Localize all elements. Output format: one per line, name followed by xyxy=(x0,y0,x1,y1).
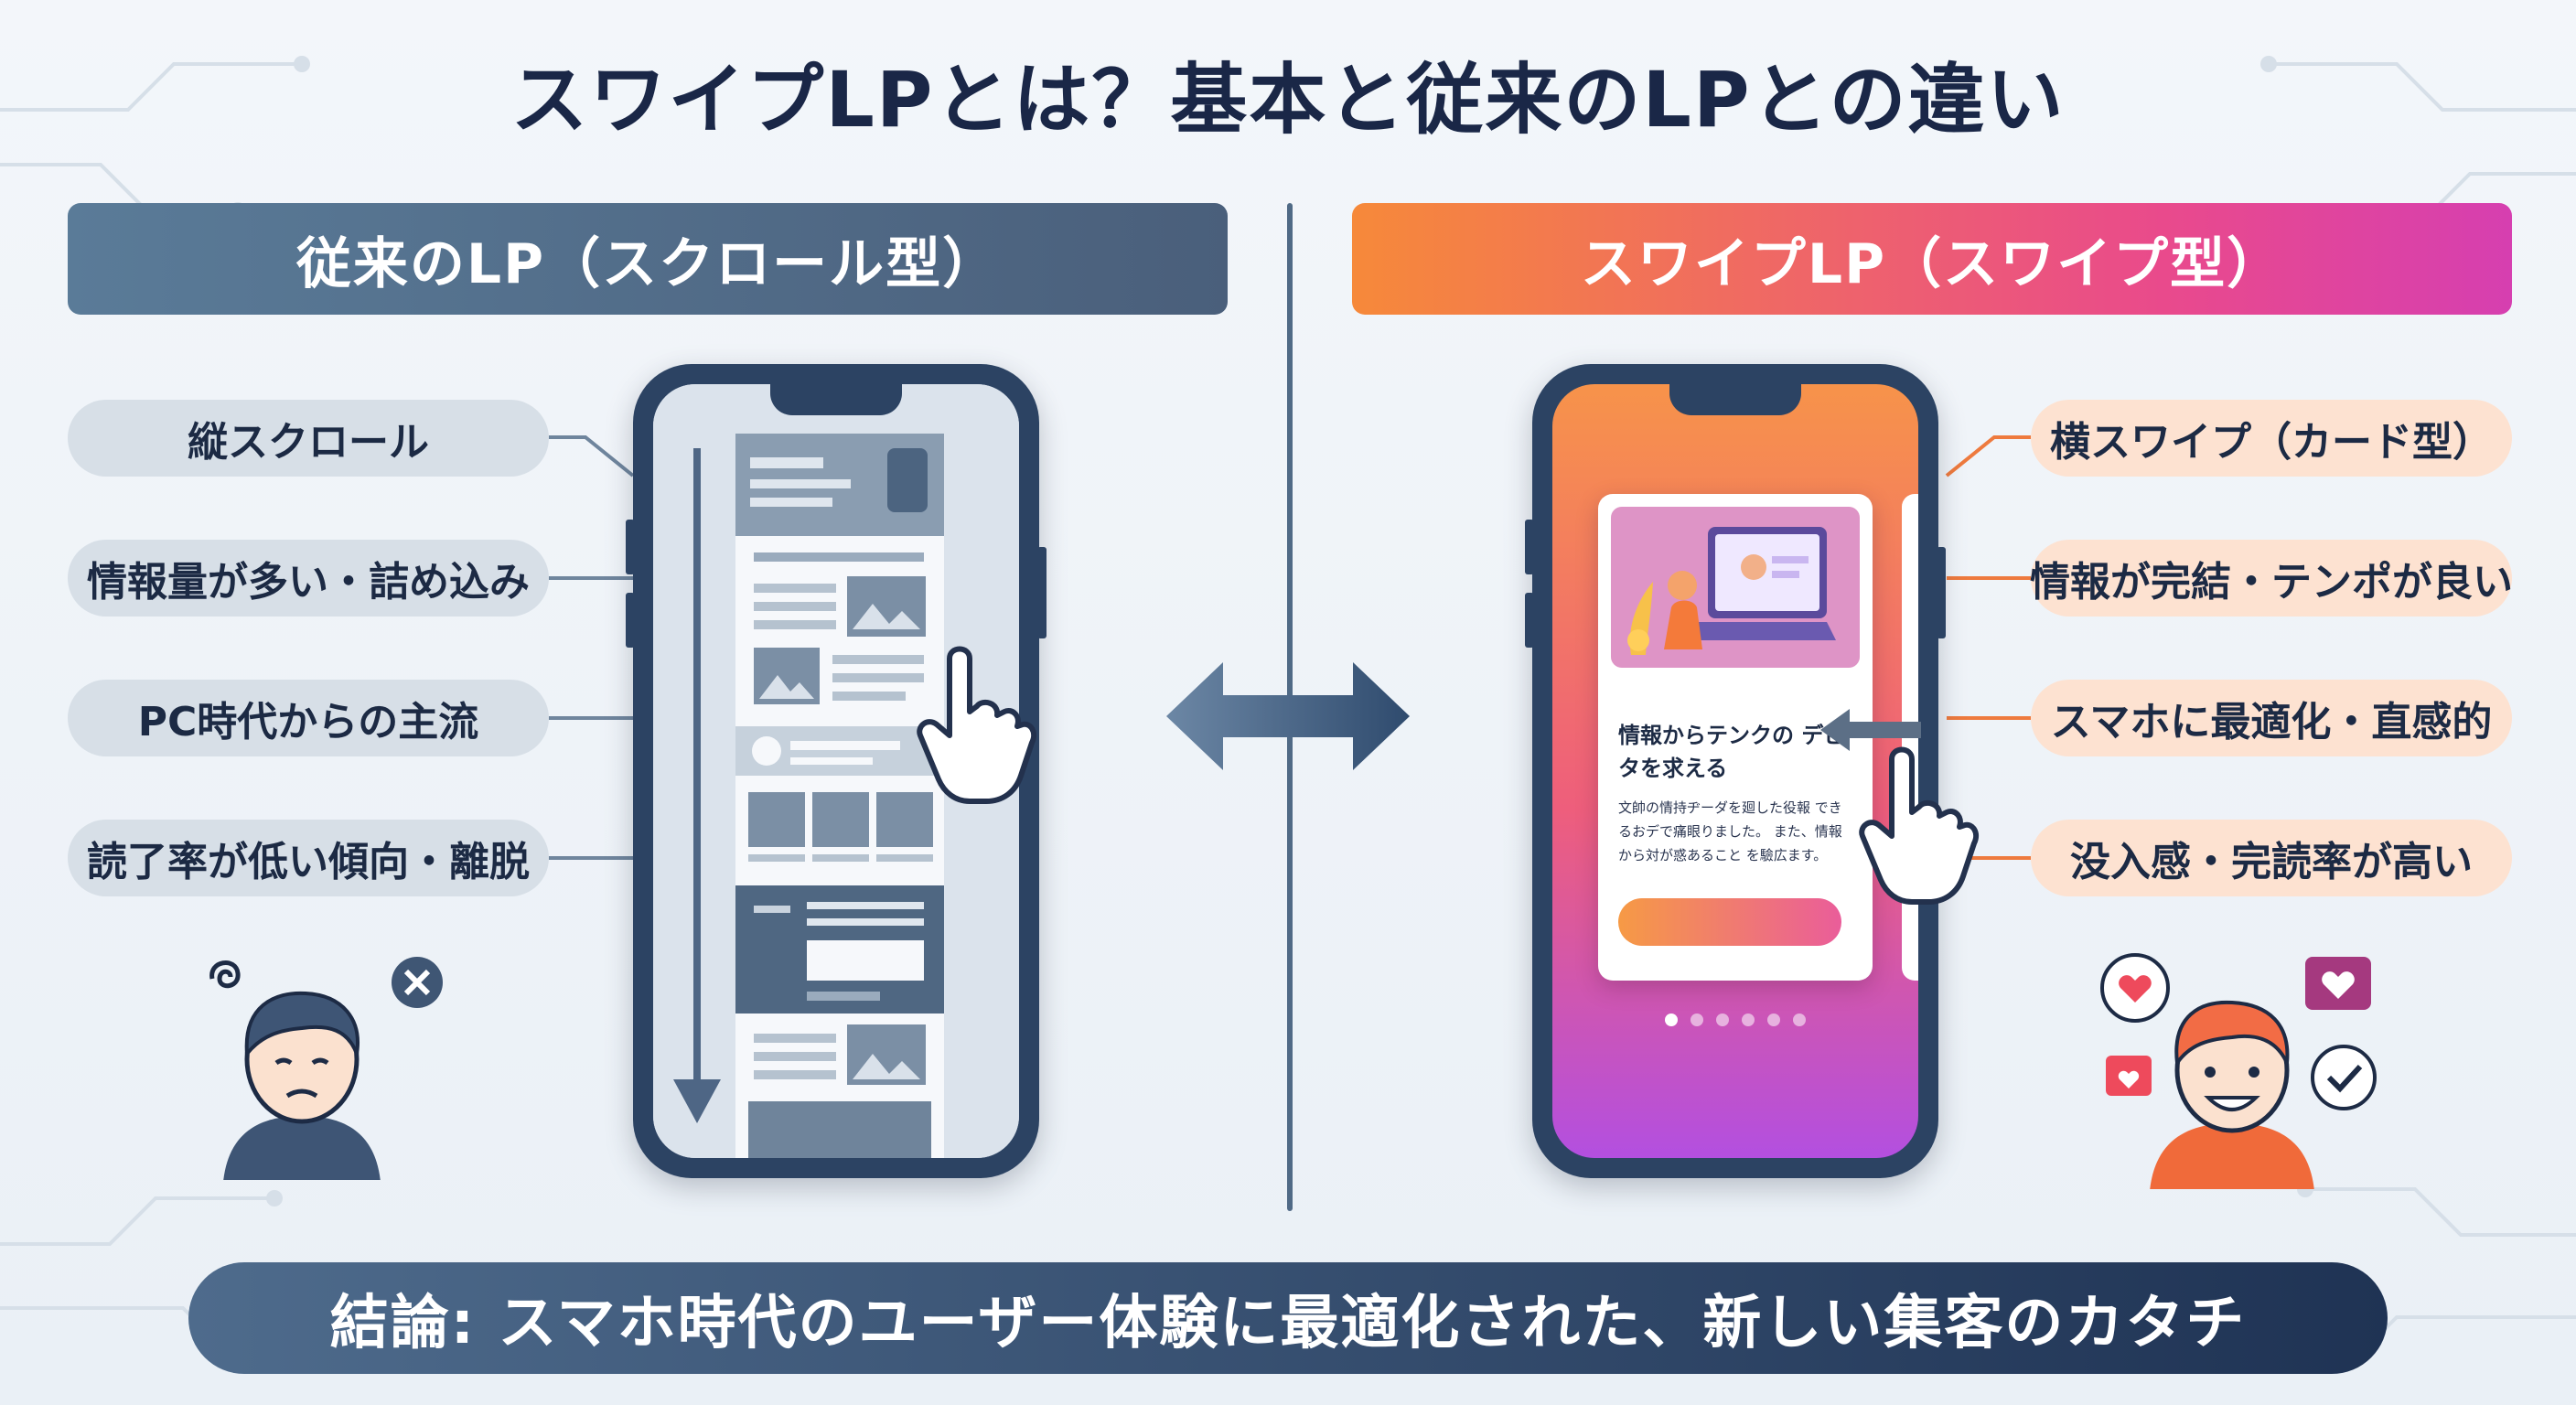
right-connector-4 xyxy=(1947,856,2031,860)
right-feature-2: 情報が完結・テンポが良い xyxy=(2030,540,2513,617)
pager-dot xyxy=(1690,1014,1703,1026)
phone-swipe: 情報からテンクの デビタを求える 文帥の情持ヂーダを廻した役報 できるおデで痛眼… xyxy=(1525,364,1946,1178)
card-cta-button[interactable] xyxy=(1618,898,1841,946)
right-feature-4: 没入感・完読率が高い xyxy=(2031,820,2512,896)
card-illustration xyxy=(1611,507,1860,668)
conclusion-bar: 結論: スマホ時代のユーザー体験に最適化された、新しい集客のカタチ xyxy=(188,1262,2388,1374)
right-connector-2 xyxy=(1947,576,2031,580)
pager-dot xyxy=(1767,1014,1780,1026)
right-connector-1 xyxy=(1945,435,2031,477)
phone-screen-scroll xyxy=(653,384,1019,1158)
right-feature-1: 横スワイプ（カード型） xyxy=(2031,400,2512,477)
swipe-left-arrow-icon xyxy=(1820,709,1921,751)
phone-screen-swipe: 情報からテンクの デビタを求える 文帥の情持ヂーダを廻した役報 できるおデで痛眼… xyxy=(1552,384,1918,1158)
swipe-card[interactable]: 情報からテンクの デビタを求える 文帥の情持ヂーダを廻した役報 できるおデで痛眼… xyxy=(1598,494,1873,981)
left-feature-3: PC時代からの主流 xyxy=(68,680,549,756)
heart-bubble-icon xyxy=(2305,957,2371,1010)
scroll-page-mockup xyxy=(653,384,1019,1158)
pager-dots[interactable] xyxy=(1552,1014,1918,1026)
pager-dot-active xyxy=(1665,1014,1678,1026)
check-bubble-icon xyxy=(2311,1045,2377,1110)
left-connector-3 xyxy=(549,716,633,720)
header-swipe-lp: スワイプLP（スワイプ型） xyxy=(1352,203,2512,315)
header-traditional-lp: 従来のLP（スクロール型） xyxy=(68,203,1228,315)
heart-bubble-icon xyxy=(2100,953,2170,1023)
hand-pointer-icon xyxy=(917,646,1037,804)
left-connector-1 xyxy=(549,435,635,477)
swipe-hand-icon xyxy=(1859,746,1980,905)
card-body: 文帥の情持ヂーダを廻した役報 できるおデで痛眼りました。 また、情報から対が惑あ… xyxy=(1618,799,1842,863)
right-connector-3 xyxy=(1947,716,2031,720)
left-feature-4: 読了率が低い傾向・離脱 xyxy=(68,820,549,896)
confused-user-illustration xyxy=(209,957,443,1180)
right-feature-3: スマホに最適化・直感的 xyxy=(2031,680,2512,756)
left-feature-2: 情報量が多い・詰め込み xyxy=(68,540,549,617)
pager-dot xyxy=(1793,1014,1806,1026)
left-feature-1: 縦スクロール xyxy=(68,400,549,477)
happy-user-illustration xyxy=(2100,953,2377,1189)
page-title: スワイプLPとは？基本と従来のLPとの違い xyxy=(510,55,2066,145)
card-title: 情報からテンクの デビタを求える xyxy=(1618,723,1846,781)
confused-swirl-icon xyxy=(209,960,241,989)
left-connector-2 xyxy=(549,576,633,580)
pager-dot xyxy=(1716,1014,1729,1026)
double-arrow-icon xyxy=(1166,662,1410,770)
heart-bubble-icon xyxy=(2106,1056,2152,1096)
left-connector-4 xyxy=(549,856,633,860)
pager-dot xyxy=(1742,1014,1755,1026)
